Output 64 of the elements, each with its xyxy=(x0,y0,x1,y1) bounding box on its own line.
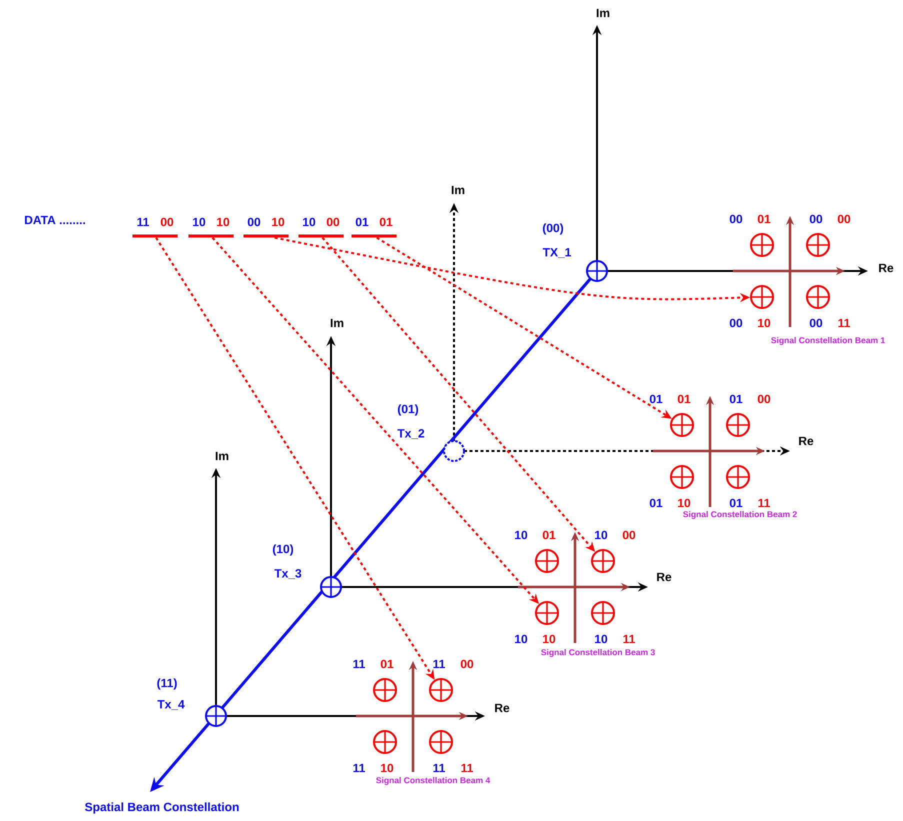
transmitter-label: TX_1 xyxy=(542,248,571,258)
text-label: DATA ........ xyxy=(25,216,85,224)
bit-label: 11 xyxy=(461,764,473,772)
transmitter-label: Tx_4 xyxy=(157,700,185,710)
bit-label: 01 xyxy=(650,394,662,404)
bit-label: 01 xyxy=(650,498,662,508)
bit-label: 10 xyxy=(217,218,230,226)
axis-label: Im xyxy=(216,452,228,460)
bit-label: 01 xyxy=(758,214,770,224)
bit-label: 01 xyxy=(730,394,742,404)
bit-label: 01 xyxy=(730,498,742,508)
bit-label: 10 xyxy=(193,218,206,226)
bit-label: 00 xyxy=(730,214,742,224)
bit-label: 00 xyxy=(160,218,174,226)
axis-label: Im xyxy=(596,8,610,18)
transmitter-label: Tx_3 xyxy=(274,569,302,579)
axis-label: Im xyxy=(452,186,464,194)
text-label: Spatial Beam Constellation xyxy=(85,802,239,814)
bit-label: 11 xyxy=(353,660,365,668)
caption: Signal Constellation Beam 2 xyxy=(683,511,797,519)
bit-label: 01 xyxy=(380,660,394,668)
bit-label: 11 xyxy=(838,318,850,328)
transmitter-label: (10) xyxy=(272,544,294,556)
axis-label: Re xyxy=(495,704,510,712)
bit-label: 01 xyxy=(542,530,556,540)
transmitter-label: Tx_2 xyxy=(397,429,424,439)
bit-label: 11 xyxy=(433,764,445,772)
bit-label: 10 xyxy=(595,634,608,644)
bit-label: 00 xyxy=(810,214,822,224)
caption: Signal Constellation Beam 4 xyxy=(376,777,490,785)
axis-label: Re xyxy=(657,572,672,582)
bit-label: 10 xyxy=(678,498,690,508)
bit-label: 10 xyxy=(515,634,528,644)
bit-label: 11 xyxy=(758,498,770,508)
bit-label: 00 xyxy=(838,214,850,224)
bit-label: 00 xyxy=(730,318,742,328)
bit-label: 00 xyxy=(758,394,770,404)
caption: Signal Constellation Beam 3 xyxy=(541,649,655,657)
bit-label: 10 xyxy=(758,318,770,328)
bit-label: 00 xyxy=(460,660,474,668)
bit-label: 10 xyxy=(381,764,394,772)
caption: Signal Constellation Beam 1 xyxy=(771,337,885,345)
bit-label: 00 xyxy=(622,530,636,540)
bit-label: 00 xyxy=(326,218,340,226)
bit-label: 10 xyxy=(543,634,556,644)
bit-label: 10 xyxy=(515,530,528,540)
bit-label: 11 xyxy=(623,634,635,644)
axis-label: Re xyxy=(879,264,894,272)
bit-label: 11 xyxy=(353,764,365,772)
bit-label: 00 xyxy=(810,318,822,328)
transmitter-label: (01) xyxy=(398,404,418,416)
bit-label: 00 xyxy=(248,218,260,226)
bit-label: 10 xyxy=(595,530,608,540)
axis-label: Im xyxy=(330,318,344,328)
bit-label: 01 xyxy=(678,394,690,404)
bit-label: 01 xyxy=(356,218,368,226)
bit-label: 10 xyxy=(303,218,316,226)
bit-label: 11 xyxy=(433,660,445,668)
bit-label: 10 xyxy=(272,218,284,226)
bit-label: 11 xyxy=(137,218,149,226)
axis-label: Re xyxy=(799,436,814,446)
transmitter-label: (00) xyxy=(542,223,564,235)
bit-label: 01 xyxy=(380,218,392,226)
transmitter-label: (11) xyxy=(157,678,177,690)
